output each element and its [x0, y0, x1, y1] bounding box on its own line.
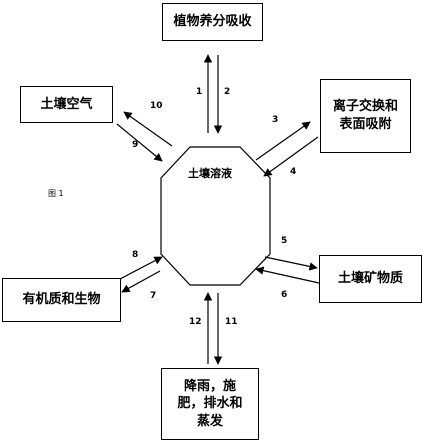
arrow-4 [263, 136, 319, 177]
arrow-label-6: 6 [281, 290, 288, 300]
figure-label: 图 1 [48, 189, 64, 198]
box-soil-minerals: 土壤矿物质 [319, 255, 422, 303]
arrow-label-7: 7 [150, 291, 157, 301]
box-soil-air: 土壤空气 [20, 86, 113, 123]
arrow-3 [255, 121, 311, 161]
arrow-8 [119, 256, 163, 280]
arrow-7 [121, 270, 161, 293]
center-octagon [160, 146, 271, 286]
arrow-label-8: 8 [132, 250, 139, 260]
arrow-label-1: 1 [196, 87, 203, 97]
arrow-label-10: 10 [150, 101, 163, 111]
box-soil-minerals-label: 土壤矿物质 [337, 271, 403, 287]
arrow-label-12: 12 [189, 317, 202, 327]
arrow-label-3: 3 [272, 115, 279, 125]
arrow-6 [255, 266, 320, 284]
arrow-label-9: 9 [132, 140, 139, 150]
box-plant-uptake: 植物养分吸收 [162, 3, 263, 41]
arrow-label-4: 4 [290, 167, 297, 177]
arrow-label-5: 5 [281, 236, 288, 246]
box-plant-uptake-label: 植物养分吸收 [173, 14, 252, 30]
box-soil-air-label: 土壤空气 [40, 96, 93, 112]
box-rainfall-label: 降雨，施 肥，排水和 蒸发 [177, 378, 243, 429]
arrow-9 [116, 123, 163, 162]
center-label: 土壤溶液 [188, 167, 232, 180]
arrow-label-11: 11 [225, 317, 238, 327]
box-organic-matter-label: 有机质和生物 [22, 292, 101, 308]
box-ion-exchange-label: 离子交换和 表面吸附 [332, 99, 398, 132]
box-organic-matter: 有机质和生物 [2, 278, 121, 322]
arrow-label-2: 2 [224, 87, 231, 97]
arrow-5 [264, 256, 318, 271]
arrow-10 [123, 111, 173, 147]
box-rainfall: 降雨，施 肥，排水和 蒸发 [161, 368, 259, 440]
box-ion-exchange: 离子交换和 表面吸附 [320, 79, 411, 153]
